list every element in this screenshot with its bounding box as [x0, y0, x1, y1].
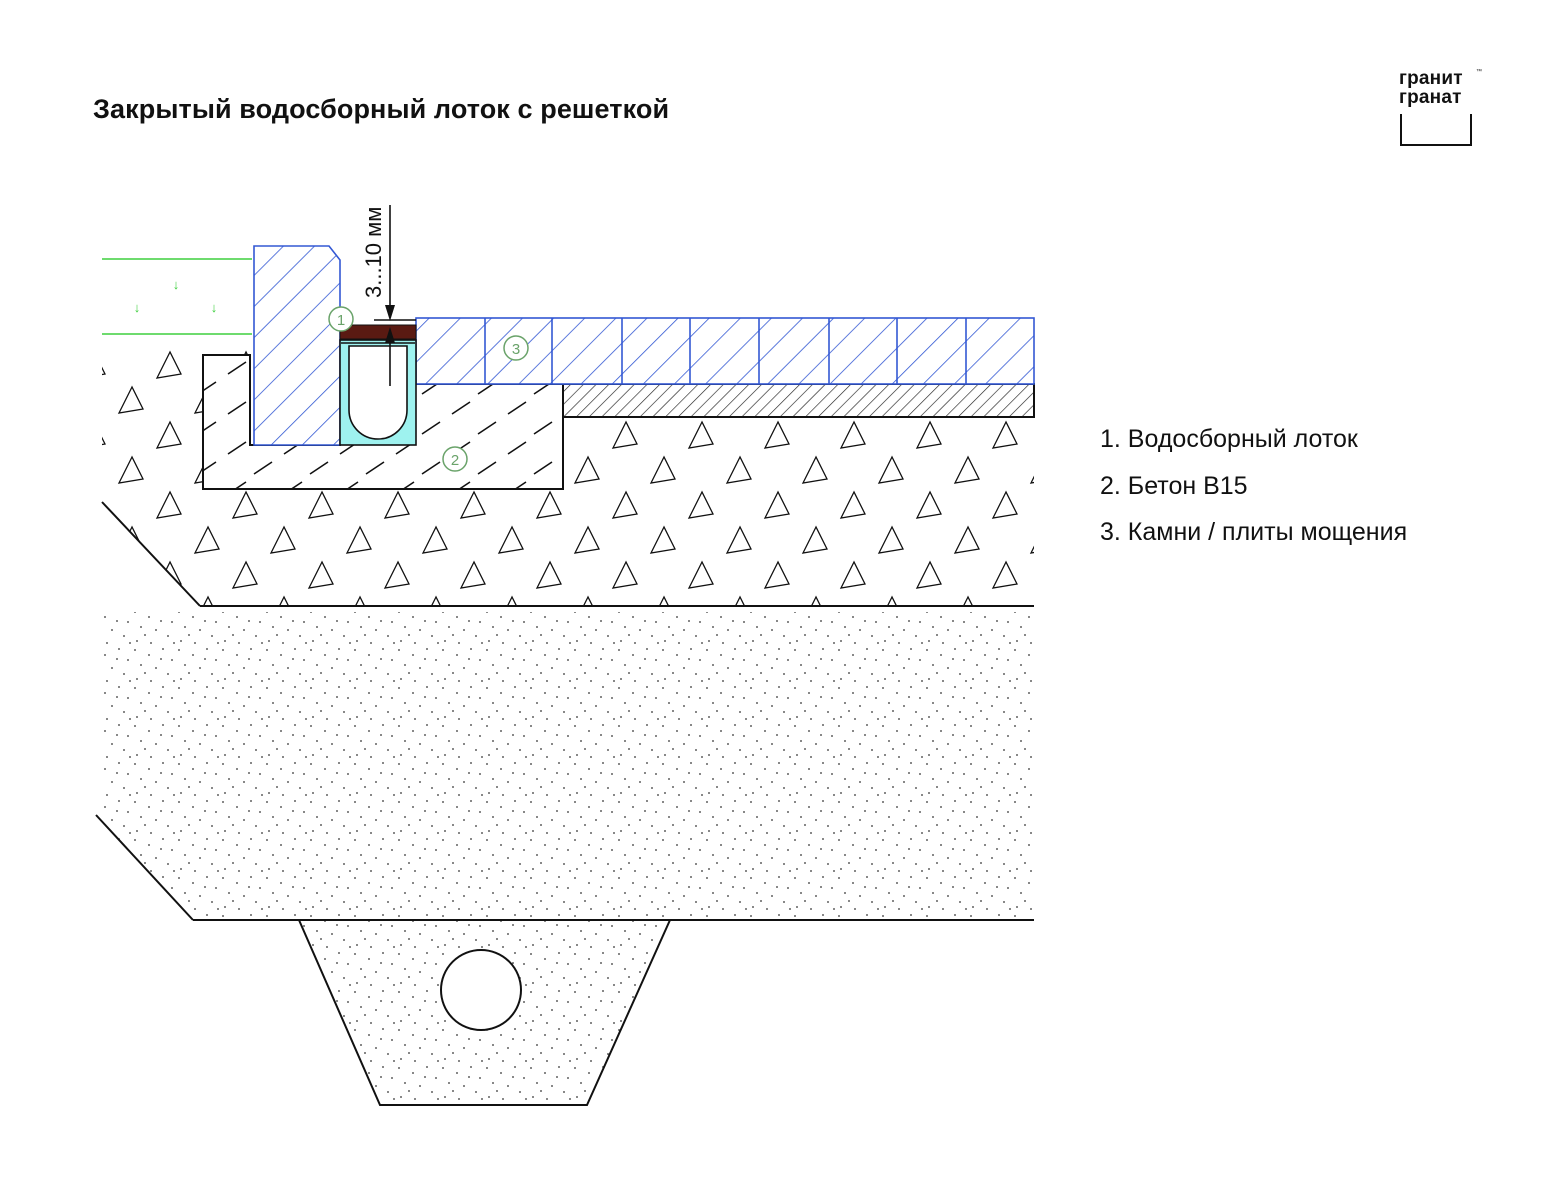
legend-item-1: 1. Водосборный лоток: [1100, 425, 1358, 453]
gravel-layer: [101, 345, 1034, 607]
legend-item-2: 2. Бетон B15: [1100, 471, 1248, 500]
legend-list: 1. Водосборный лоток 2. Бетон B15 3. Кам…: [1100, 416, 1407, 556]
callout-1-label: 1: [337, 312, 345, 329]
callout-2: 2: [442, 446, 468, 472]
callout-3-label: 3: [512, 341, 520, 358]
logo-line-2: гранат: [1399, 87, 1462, 108]
grate: [339, 324, 417, 340]
grass-icon: ↓: [173, 277, 180, 292]
dimension-mark: 3...10 мм: [361, 205, 416, 386]
lawn-area: ↓ ↓ ↓: [102, 258, 252, 335]
legend-item-3: 3. Камни / плиты мощения: [1100, 518, 1408, 546]
logo-line-1: гранит: [1399, 68, 1463, 89]
callout-1: 1: [328, 306, 354, 332]
brand-logo: гранит ™ гранат: [1398, 66, 1482, 150]
callout-3: 3: [503, 335, 529, 361]
paving-stones: [415, 317, 1035, 385]
drain-pipe-icon: [440, 949, 522, 1031]
logo-trademark: ™: [1476, 69, 1482, 75]
drain-trench: [297, 919, 672, 1106]
dimension-label: 3...10 мм: [361, 207, 386, 298]
drainage-channel: [339, 324, 417, 446]
sand-layer: [95, 612, 1034, 921]
logo-bracket-shape: [1400, 114, 1472, 146]
curb-stone: [253, 245, 341, 446]
paving-bedding: [562, 383, 1035, 418]
callout-2-label: 2: [451, 452, 459, 469]
page-title: Закрытый водосборный лоток с решеткой: [93, 94, 670, 124]
grass-icon: ↓: [134, 300, 141, 315]
grass-icon: ↓: [211, 300, 218, 315]
